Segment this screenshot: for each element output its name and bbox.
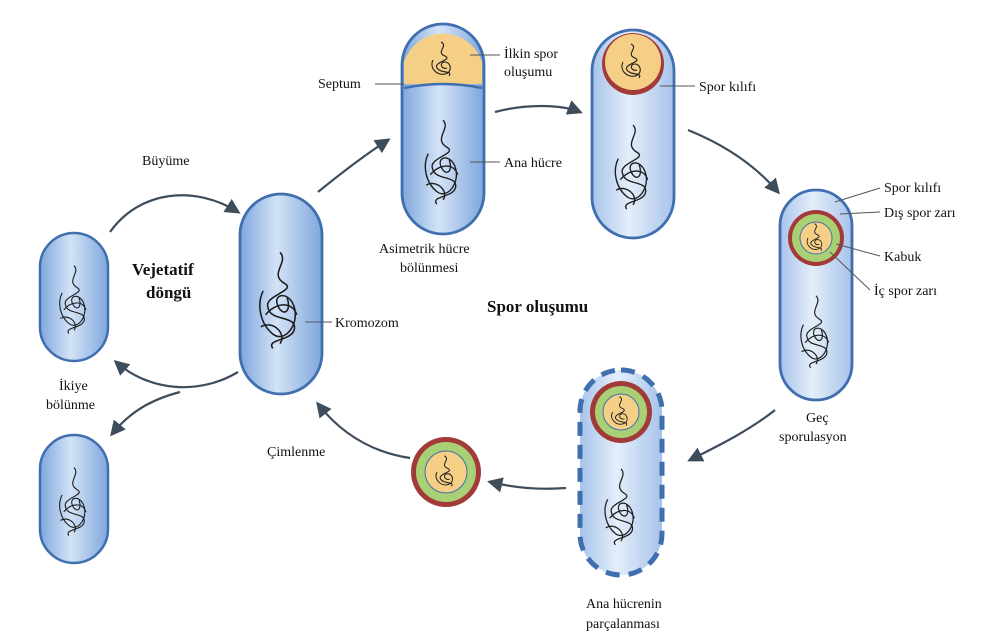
labels: Septum İlkin spor oluşumu Spor kılıfı An…	[46, 46, 956, 632]
arrow-buyume	[109, 194, 241, 233]
vegetative-cell-top	[38, 231, 110, 363]
vegetative-cell-bottom	[38, 433, 110, 565]
label-septum: Septum	[318, 77, 361, 92]
label-buyume: Büyüme	[142, 154, 189, 169]
label-ana-hucre: Ana hücre	[504, 156, 562, 171]
label-gec-2: sporulasyon	[779, 430, 847, 445]
label-ic-spor-zari: İç spor zarı	[874, 283, 937, 299]
asymmetric-division-cell	[375, 22, 500, 236]
label-kabuk: Kabuk	[884, 250, 921, 265]
arrow-ikiye-down	[110, 390, 181, 437]
engulfment-cell	[590, 28, 695, 240]
free-spore	[411, 437, 481, 507]
grown-cell	[238, 192, 332, 396]
label-parcalanma-2: parçalanması	[586, 617, 660, 632]
label-vejetatif-2: döngü	[146, 283, 191, 302]
arrow-to-lysis	[687, 409, 776, 462]
arrow-to-spore	[487, 477, 567, 493]
mother-cell-lysis	[577, 367, 665, 578]
arrow-cimlenme	[316, 401, 411, 460]
label-spor-kilifi-top: Spor kılıfı	[699, 80, 756, 95]
arrow-to-late	[687, 128, 780, 195]
label-spor-olusumu: Spor oluşumu	[487, 297, 588, 316]
arrow-to-forespore	[494, 100, 583, 115]
label-asimetrik-2: bölünmesi	[400, 261, 458, 276]
label-cimlenme: Çimlenme	[267, 445, 325, 460]
label-ilkin-spor-2: oluşumu	[504, 65, 552, 80]
label-ilkin-spor-1: İlkin spor	[504, 46, 558, 62]
label-asimetrik-1: Asimetrik hücre	[379, 242, 470, 257]
label-parcalanma-1: Ana hücrenin	[586, 597, 662, 612]
label-dis-spor-zari: Dış spor zarı	[884, 206, 956, 221]
arrow-ikiye-up	[113, 359, 239, 389]
late-sporulation-cell	[778, 187, 881, 402]
arrow-to-asymmetric	[317, 138, 391, 193]
label-vejetatif-1: Vejetatif	[132, 260, 194, 279]
label-gec-1: Geç	[806, 411, 829, 426]
label-ikiye-1: İkiye	[59, 378, 88, 394]
label-ikiye-2: bölünme	[46, 398, 95, 413]
cycle-arrows	[109, 100, 780, 493]
label-kromozom: Kromozom	[335, 316, 399, 331]
label-spor-kilifi-right: Spor kılıfı	[884, 181, 941, 196]
